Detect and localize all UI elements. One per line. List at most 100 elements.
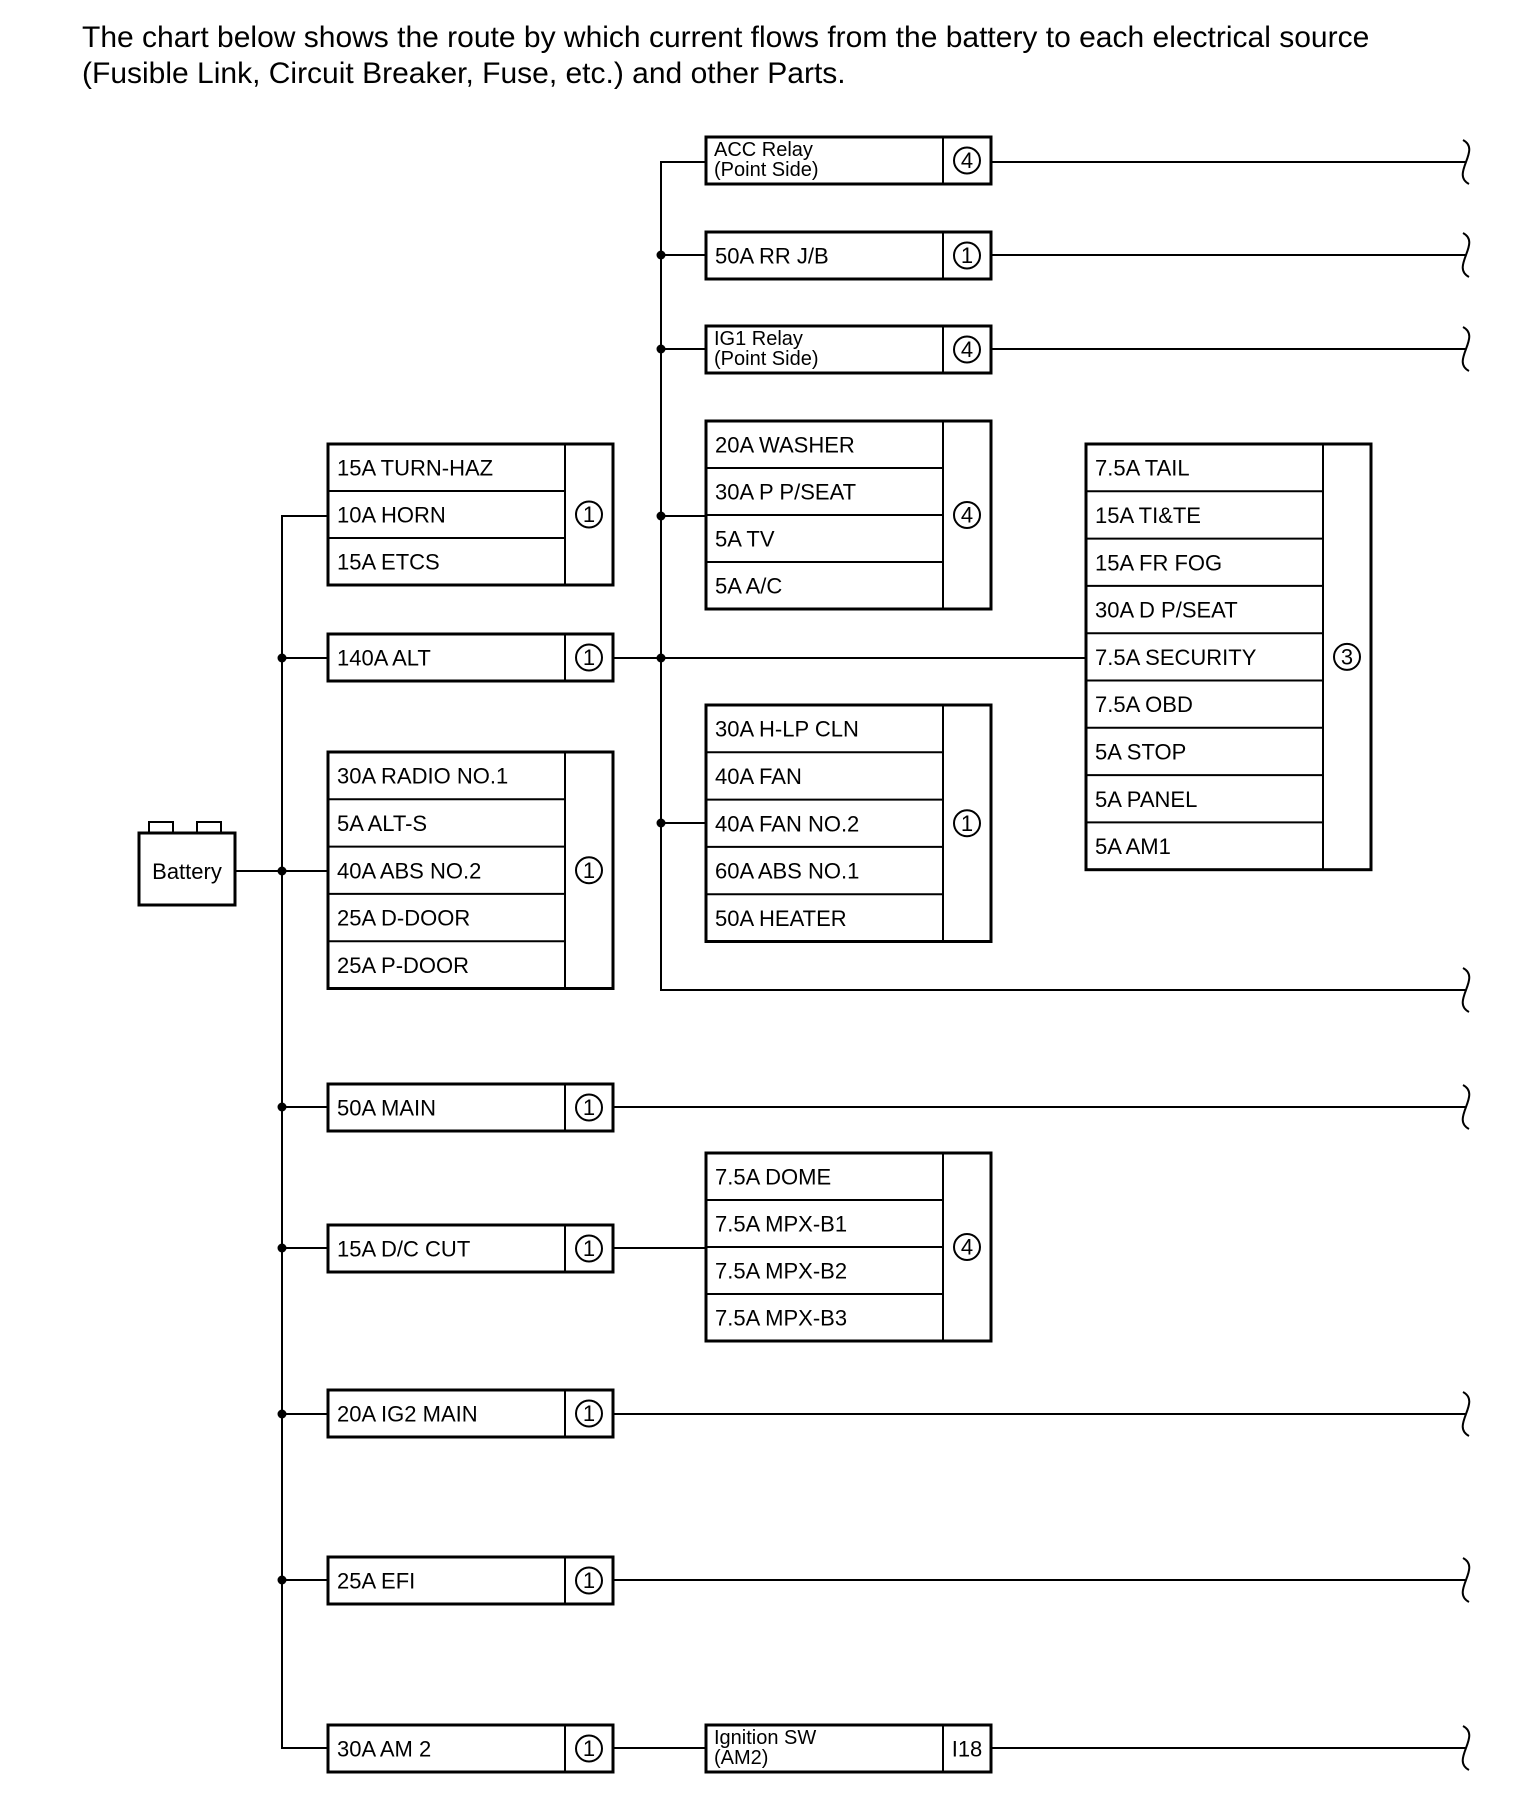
tail_group-item-5: 7.5A SECURITY <box>1095 645 1257 670</box>
junction-bus2-3 <box>656 511 666 521</box>
wires <box>226 161 1466 1749</box>
break-mark-3 <box>1461 326 1471 372</box>
washer_group-item-1: 20A WASHER <box>715 433 855 458</box>
dome_group-item-2: 7.5A MPX-B1 <box>715 1212 847 1237</box>
tail_group-item-9: 5A AM1 <box>1095 834 1171 859</box>
turn_group-item-1: 15A TURN-HAZ <box>337 456 493 481</box>
tail_group-item-8: 5A PANEL <box>1095 787 1197 812</box>
tail_group-item-1: 7.5A TAIL <box>1095 456 1190 481</box>
ig2_main-label: 20A IG2 MAIN <box>337 1402 478 1427</box>
acc_relay-number: 4 <box>961 148 973 173</box>
radio_group-item-5: 25A P-DOOR <box>337 953 469 978</box>
alt-label: 140A ALT <box>337 646 431 671</box>
break-mark-7 <box>1461 1557 1471 1603</box>
junction-bus1-5 <box>277 1409 287 1419</box>
am2-circle <box>575 1734 603 1763</box>
efi-number: 1 <box>583 1568 595 1593</box>
junction-bus1-1 <box>277 653 287 663</box>
turn_group-item-2: 10A HORN <box>337 503 446 528</box>
junction-bus1-4 <box>277 1243 287 1253</box>
ig1_relay-label-2: (Point Side) <box>714 348 819 370</box>
continuation-breaks <box>1461 139 1471 1771</box>
dome_group-item-4: 7.5A MPX-B3 <box>715 1306 847 1331</box>
block-turn_group: 15A TURN-HAZ 10A HORN 15A ETCS 1 <box>326 442 615 587</box>
radio_group-item-2: 5A ALT-S <box>337 811 427 836</box>
efi-circle <box>575 1566 603 1595</box>
tail_group-item-6: 7.5A OBD <box>1095 692 1193 717</box>
turn_group-number: 1 <box>583 502 595 527</box>
junction-bus2-2 <box>656 344 666 354</box>
tail_group-item-3: 15A FR FOG <box>1095 550 1222 575</box>
battery: Battery <box>137 821 237 907</box>
tail_group-item-4: 30A D P/SEAT <box>1095 598 1238 623</box>
radio_group-item-3: 40A ABS NO.2 <box>337 858 481 883</box>
junction-bus2-1 <box>656 250 666 260</box>
intro-line-2: (Fusible Link, Circuit Breaker, Fuse, et… <box>82 57 846 90</box>
battery-terminal-pos <box>196 821 222 834</box>
ig1_relay-number: 4 <box>961 337 973 362</box>
alt-circle <box>575 643 603 672</box>
ig2_main-circle <box>575 1399 603 1428</box>
block-ig2_main: 20A IG2 MAIN 1 <box>326 1388 615 1439</box>
battery-label: Battery <box>152 859 222 884</box>
wire-bus-1 <box>281 515 328 1749</box>
radio_group-item-1: 30A RADIO NO.1 <box>337 764 508 789</box>
break-mark-6 <box>1461 1391 1471 1437</box>
junction-bus1-2 <box>277 866 287 876</box>
dome_group-number: 4 <box>961 1235 973 1260</box>
ig1_relay-label-1: IG1 Relay <box>714 328 803 350</box>
tail_group-item-2: 15A TI&TE <box>1095 503 1201 528</box>
hlp_group-item-5: 50A HEATER <box>715 906 847 931</box>
break-mark-5 <box>1461 1084 1471 1130</box>
acc_relay-label-2: (Point Side) <box>714 159 819 181</box>
block-dc_cut: 15A D/C CUT 1 <box>326 1223 615 1274</box>
washer_group-item-4: 5A A/C <box>715 574 782 599</box>
rr_jb-number: 1 <box>961 243 973 268</box>
break-mark-8 <box>1461 1725 1471 1771</box>
junction-bus1-6 <box>277 1575 287 1585</box>
hlp_group-number: 1 <box>961 811 973 836</box>
rr_jb-circle <box>953 241 981 270</box>
intro-text: The chart below shows the route by which… <box>82 20 1502 92</box>
main-number: 1 <box>583 1095 595 1120</box>
ignition_sw-label-1: Ignition SW <box>714 1727 816 1749</box>
dc_cut-number: 1 <box>583 1236 595 1261</box>
washer_group-item-3: 5A TV <box>715 527 775 552</box>
am2-label: 30A AM 2 <box>337 1737 431 1762</box>
junction-bus2-5 <box>656 818 666 828</box>
block-tail_group: 7.5A TAIL 15A TI&TE 15A FR FOG 30A D P/SEAT… <box>1084 442 1373 872</box>
block-radio_group: 30A RADIO NO.1 5A ALT-S 40A ABS NO.2 25A D-… <box>326 750 615 990</box>
hlp_group-item-2: 40A FAN <box>715 764 802 789</box>
junction-bus2-4 <box>656 653 666 663</box>
hlp_group-item-4: 60A ABS NO.1 <box>715 859 859 884</box>
junction-bus1-3 <box>277 1102 287 1112</box>
acc_relay-label-1: ACC Relay <box>714 139 813 161</box>
radio_group-number: 1 <box>583 858 595 883</box>
alt-number: 1 <box>583 645 595 670</box>
main-circle <box>575 1093 603 1122</box>
tail_group-number: 3 <box>1341 644 1353 669</box>
block-ig1_relay: IG1 Relay(Point Side) 4 <box>704 324 993 375</box>
battery-terminal-neg <box>148 821 174 834</box>
dome_group-circle <box>953 1233 981 1261</box>
junction-dots <box>277 250 666 1585</box>
block-alt: 140A ALT 1 <box>326 632 615 683</box>
am2-number: 1 <box>583 1736 595 1761</box>
ig2_main-number: 1 <box>583 1401 595 1426</box>
radio_group-item-4: 25A D-DOOR <box>337 906 470 931</box>
turn_group-item-3: 15A ETCS <box>337 550 440 575</box>
dome_group-item-3: 7.5A MPX-B2 <box>715 1259 847 1284</box>
ignition_sw-code: I18 <box>952 1737 983 1762</box>
dc_cut-label: 15A D/C CUT <box>337 1237 470 1262</box>
dc_cut-circle <box>575 1234 603 1263</box>
block-am2: 30A AM 2 1 <box>326 1723 615 1774</box>
break-mark-1 <box>1461 139 1471 185</box>
radio_group-circle <box>575 856 603 885</box>
block-acc_relay: ACC Relay(Point Side) 4 <box>704 135 993 186</box>
